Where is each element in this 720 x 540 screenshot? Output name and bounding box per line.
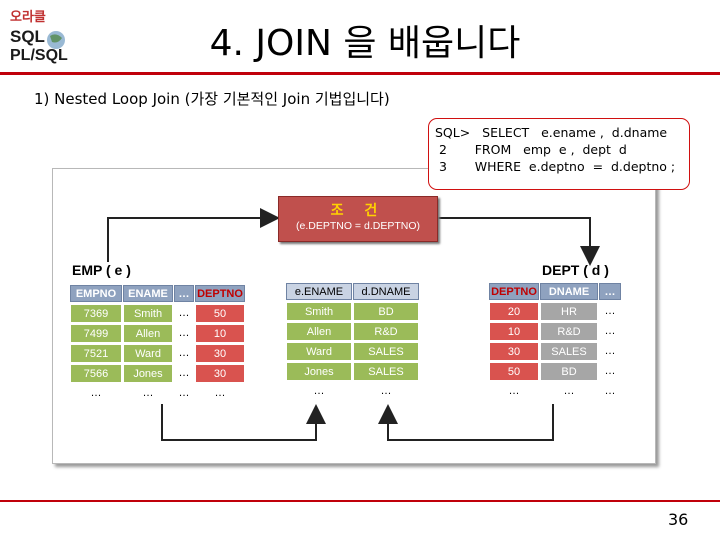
emp-table-label: EMP ( e ) [72, 262, 131, 278]
table-cell: … [599, 302, 621, 321]
table-cell: SALES [540, 342, 598, 361]
section-heading: 1) Nested Loop Join (가장 기본적인 Join 기법입니다) [34, 90, 390, 108]
emp-header-more: … [174, 285, 194, 302]
table-cell: … [599, 342, 621, 361]
table-cell: … [174, 304, 194, 323]
table-cell: Jones [123, 364, 173, 383]
table-cell: 7369 [70, 304, 122, 323]
dept-to-result-arrow [378, 404, 554, 441]
result-table: e.ENAME d.DNAME Smith BD Allen R&D Ward … [286, 283, 420, 408]
table-cell: … [599, 322, 621, 341]
table-cell: … [286, 382, 352, 401]
table-cell: … [353, 382, 419, 401]
table-cell: … [599, 382, 621, 401]
table-cell: 50 [195, 304, 245, 323]
emp-to-condition-arrow [107, 208, 280, 262]
table-cell: 30 [195, 364, 245, 383]
result-header-dname: d.DNAME [353, 283, 419, 300]
sql-line-3: 3 WHERE e.deptno = d.deptno ; [435, 159, 676, 174]
table-cell: … [174, 324, 194, 343]
table-cell: 30 [195, 344, 245, 363]
table-cell: … [123, 384, 173, 403]
table-cell: … [599, 362, 621, 381]
table-cell: 10 [195, 324, 245, 343]
oracle-sql-logo: 오라클 SQL PL/SQL [6, 10, 74, 68]
table-cell: … [195, 384, 245, 403]
result-header-ename: e.ENAME [286, 283, 352, 300]
table-cell: 20 [489, 302, 539, 321]
condition-expression: (e.DEPTNO = d.DEPTNO) [296, 220, 420, 232]
page-title: 4. JOIN 을 배웁니다 [209, 23, 521, 64]
condition-to-dept-arrow [438, 217, 600, 266]
table-cell: BD [540, 362, 598, 381]
table-cell: … [489, 382, 539, 401]
condition-title: 조 건 [330, 203, 386, 219]
table-cell: 10 [489, 322, 539, 341]
table-cell: Smith [286, 302, 352, 321]
table-cell: Allen [286, 322, 352, 341]
emp-header-deptno: DEPTNO [195, 285, 245, 302]
table-cell: … [174, 384, 194, 403]
table-cell: SALES [353, 342, 419, 361]
dept-table: DEPTNO DNAME … 20 HR … 10 R&D … 30 SALES… [489, 283, 623, 408]
footer-divider [0, 500, 720, 502]
table-cell: … [174, 344, 194, 363]
table-cell: Ward [286, 342, 352, 361]
emp-header-empno: EMPNO [70, 285, 122, 302]
table-cell: 7566 [70, 364, 122, 383]
emp-header-ename: ENAME [123, 285, 173, 302]
table-cell: 30 [489, 342, 539, 361]
logo-line-2: SQL [10, 27, 45, 46]
globe-icon [47, 31, 65, 49]
logo-line-3: PL/SQL [10, 47, 68, 64]
table-cell: 50 [489, 362, 539, 381]
logo-line-1: 오라클 [10, 9, 46, 24]
table-cell: Jones [286, 362, 352, 381]
emp-table: EMPNO ENAME … DEPTNO 7369 Smith … 50 749… [70, 285, 246, 410]
table-cell: HR [540, 302, 598, 321]
title-divider [0, 72, 720, 75]
table-cell: 7499 [70, 324, 122, 343]
sql-line-1: SQL> SELECT e.ename , d.dname [435, 125, 668, 140]
table-cell: … [70, 384, 122, 403]
emp-to-result-arrow [161, 404, 326, 441]
dept-header-more: … [599, 283, 621, 300]
dept-table-label: DEPT ( d ) [542, 262, 609, 278]
sql-line-2: 2 FROM emp e , dept d [435, 142, 627, 157]
table-cell: … [540, 382, 598, 401]
table-cell: SALES [353, 362, 419, 381]
table-cell: Smith [123, 304, 173, 323]
table-cell: BD [353, 302, 419, 321]
table-cell: Ward [123, 344, 173, 363]
dept-header-deptno: DEPTNO [489, 283, 539, 300]
dept-header-dname: DNAME [540, 283, 598, 300]
sql-query-box: SQL> SELECT e.ename , d.dname 2 FROM emp… [428, 118, 690, 190]
table-cell: … [174, 364, 194, 383]
table-cell: R&D [540, 322, 598, 341]
table-cell: 7521 [70, 344, 122, 363]
table-cell: R&D [353, 322, 419, 341]
join-condition-box: 조 건 (e.DEPTNO = d.DEPTNO) [278, 196, 438, 242]
table-cell: Allen [123, 324, 173, 343]
page-number: 36 [668, 510, 689, 529]
